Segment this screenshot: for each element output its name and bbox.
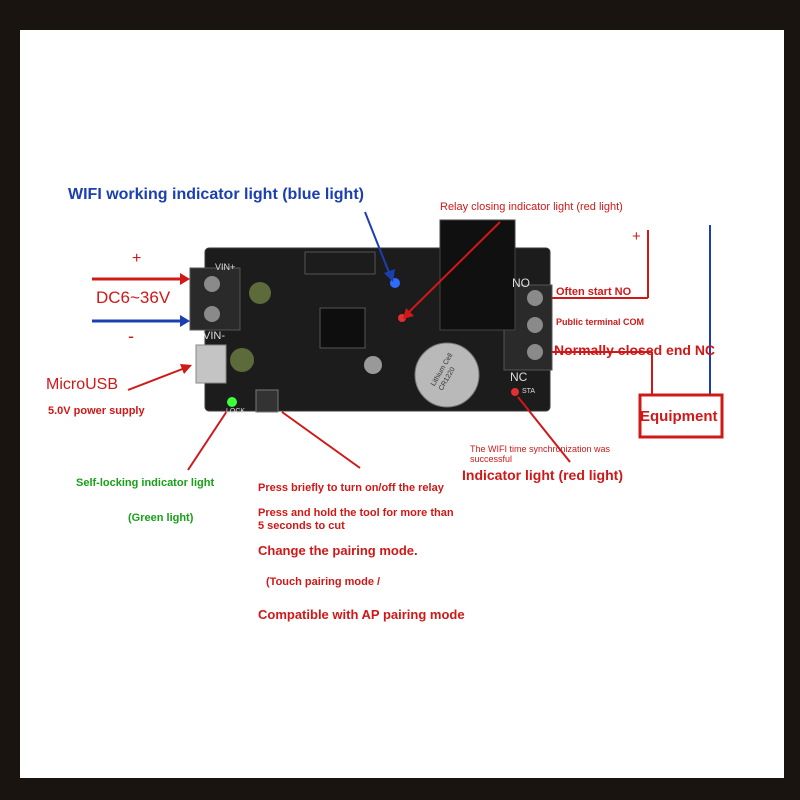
touch-pairing-label: (Touch pairing mode / <box>266 576 381 588</box>
relay <box>439 219 516 331</box>
microusb-port <box>195 344 227 384</box>
terminal-screw <box>527 317 543 333</box>
compatible-ap-label: Compatible with AP pairing mode <box>258 607 465 622</box>
power-supply-label: 5.0V power supply <box>48 405 145 417</box>
minus-label-left: - <box>128 326 134 346</box>
capacitor <box>249 282 271 304</box>
green-led <box>227 397 237 407</box>
coin-battery <box>414 342 480 408</box>
press-briefly-label: Press briefly to turn on/off the relay <box>258 482 444 494</box>
terminal-screw <box>204 306 220 322</box>
press-hold-label: Press and hold the tool for more than 5 … <box>258 507 454 532</box>
voltage-label: DC6~36V <box>96 288 171 307</box>
diagram-graphics <box>92 211 724 471</box>
silk-nc: NC <box>510 370 528 384</box>
wifi-indicator-label: WIFI working indicator light (blue light… <box>68 186 364 203</box>
capacitor <box>364 356 382 374</box>
normally-closed-label: Normally closed end NC <box>554 342 716 358</box>
diagram-frame: VIN+ VIN- NO NC LOCK STA Lithium Cell CR… <box>20 30 784 778</box>
often-start-no-label: Often start NO <box>556 286 632 298</box>
mcu-chip <box>319 307 366 349</box>
time-sync-label: The WIFI time synchronization was succes… <box>470 444 611 464</box>
equipment-label: Equipment <box>640 408 718 425</box>
self-locking-label: Self-locking indicator light <box>76 477 215 489</box>
terminal-screw <box>204 276 220 292</box>
push-button <box>255 389 279 413</box>
silk-no: NO <box>512 276 530 290</box>
silk-vin-plus: VIN+ <box>215 262 236 272</box>
capacitor <box>230 348 254 372</box>
silk-vin-minus: VIN- <box>203 330 225 342</box>
relay-indicator-label: Relay closing indicator light (red light… <box>440 201 623 213</box>
silk-sta: STA <box>522 388 536 395</box>
plus-label-left: + <box>132 250 142 267</box>
green-light-label: (Green light) <box>128 512 194 524</box>
plus-label-right: + <box>632 228 641 245</box>
silk-lock: LOCK <box>226 408 246 415</box>
equipment-box <box>638 393 724 439</box>
change-pairing-label: Change the pairing mode. <box>258 543 418 558</box>
indicator-red-label: Indicator light (red light) <box>462 467 623 483</box>
public-com-label: Public terminal COM <box>556 317 645 327</box>
terminal-screw <box>527 344 543 360</box>
terminal-screw <box>527 290 543 306</box>
red-led-sta <box>511 388 519 396</box>
microusb-label: MicroUSB <box>46 376 119 393</box>
pcb-antenna <box>304 251 376 275</box>
